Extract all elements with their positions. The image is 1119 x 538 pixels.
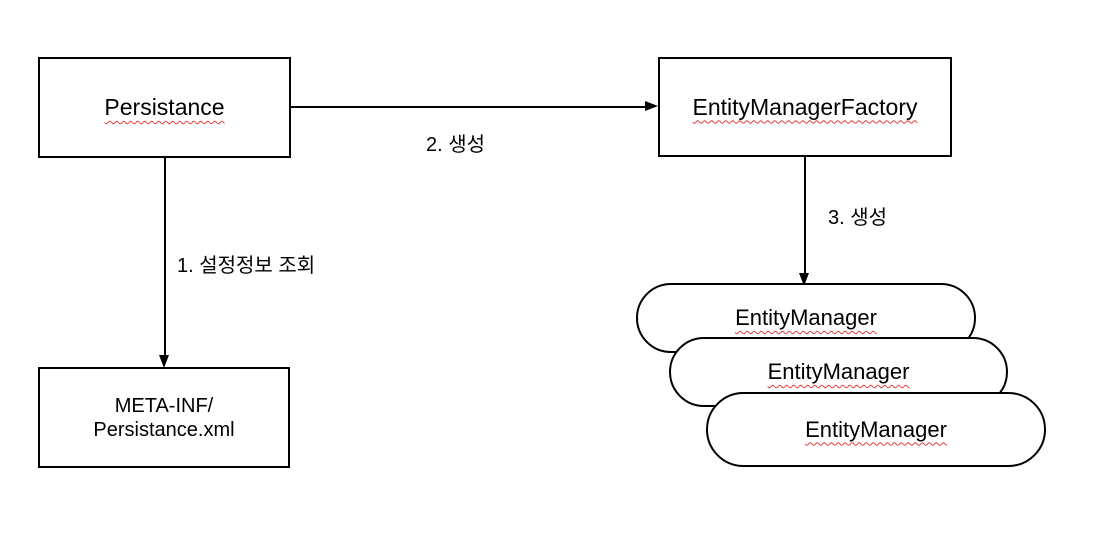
node-meta-inf-xml-label-line1: META-INF/ <box>114 394 214 417</box>
node-entity-manager-front-label: EntityManager <box>805 416 947 442</box>
arrow-factory-to-manager-line <box>804 157 806 274</box>
node-persistance-label: Persistance <box>104 94 225 120</box>
arrow-persistance-to-xml-line <box>164 158 166 356</box>
node-entity-manager-middle-label: EntityManager <box>767 359 910 384</box>
node-entity-manager-back-label: EntityManager <box>735 305 877 330</box>
node-meta-inf-xml: META-INF/ Persistance.xml <box>38 367 290 468</box>
node-persistance: Persistance <box>38 57 291 158</box>
node-entity-manager-front: EntityManager <box>706 392 1046 467</box>
node-meta-inf-xml-label-line2: Persistance.xml <box>93 418 235 441</box>
node-entity-manager-factory: EntityManagerFactory <box>658 57 952 157</box>
arrow-persistance-to-factory-line <box>291 106 646 108</box>
node-entity-manager-factory-label: EntityManagerFactory <box>692 93 918 120</box>
arrowhead-down-icon <box>799 273 809 286</box>
edge-label-load-settings: 1. 설정정보 조회 <box>177 255 316 277</box>
arrowhead-right-icon <box>645 101 658 111</box>
edge-label-create-factory: 2. 생성 <box>426 134 486 156</box>
edge-label-create-manager: 3. 생성 <box>828 207 888 229</box>
arrowhead-down-icon <box>159 355 169 368</box>
